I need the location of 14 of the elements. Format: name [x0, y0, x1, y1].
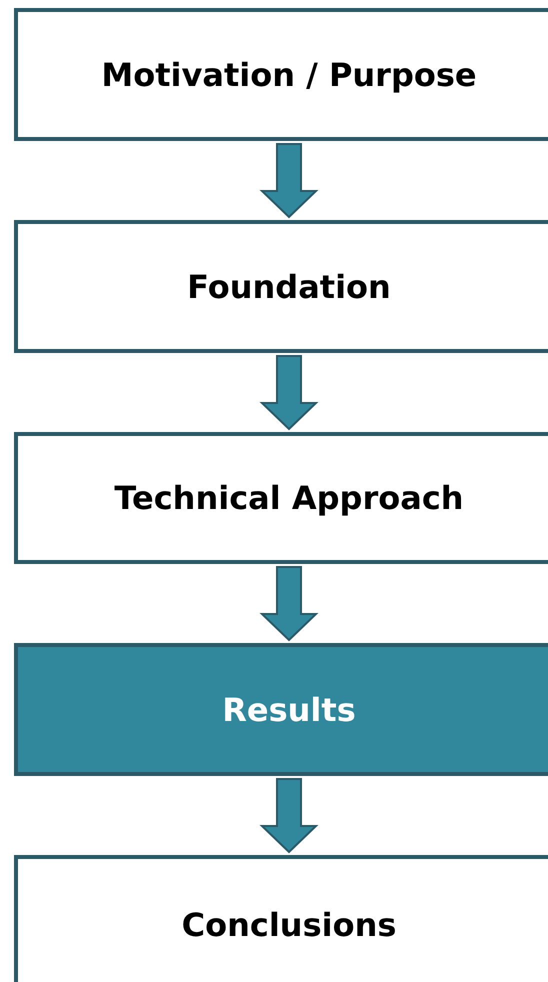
box-label: Motivation / Purpose [101, 56, 477, 94]
process-box [14, 643, 548, 776]
block-arrow [260, 566, 318, 642]
process-box [14, 8, 548, 141]
box-label: Technical Approach [114, 479, 464, 517]
process-box [14, 220, 548, 353]
box-label: Foundation [187, 268, 391, 306]
process-box [14, 432, 548, 564]
block-arrow [260, 355, 318, 430]
block-arrow [260, 778, 318, 854]
block-arrow [260, 143, 318, 218]
box-label: Conclusions [182, 906, 396, 944]
box-label: Results [222, 690, 356, 728]
process-box [14, 855, 548, 982]
